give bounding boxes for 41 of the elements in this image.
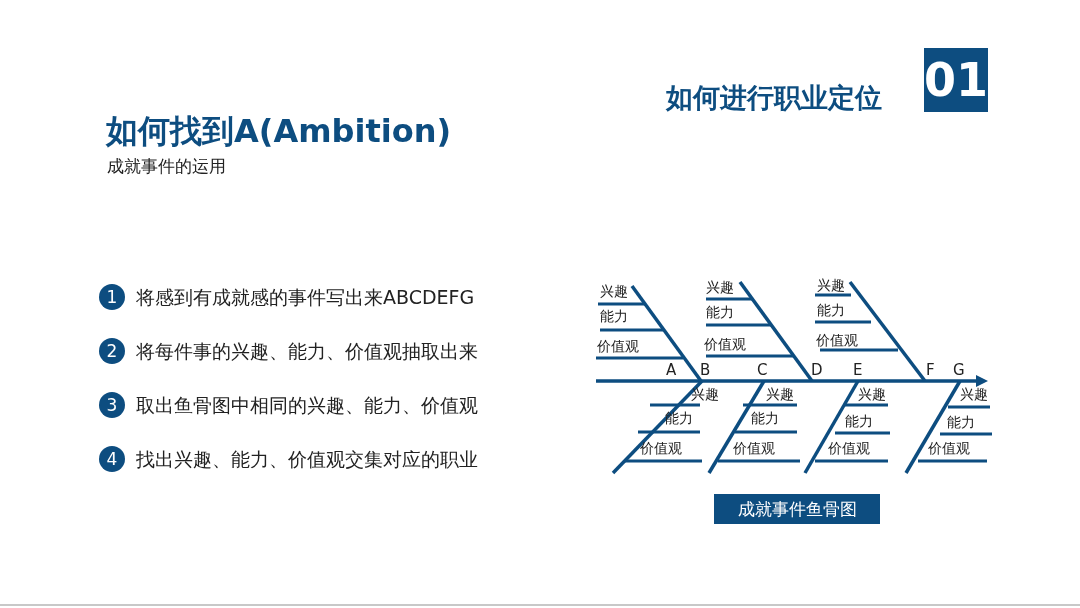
point-letter: A bbox=[666, 361, 677, 379]
point-letter: D bbox=[811, 361, 823, 379]
step-text: 找出兴趣、能力、价值观交集对应的职业 bbox=[136, 447, 478, 472]
bone-label: 价值观 bbox=[733, 440, 775, 456]
caption-box: 成就事件鱼骨图 bbox=[714, 494, 880, 524]
step-number-circle: 4 bbox=[99, 446, 125, 472]
bone-label: 能力 bbox=[817, 302, 845, 318]
slide-title: 如何找到A(Ambition) bbox=[106, 111, 452, 152]
bone-label: 兴趣 bbox=[600, 283, 628, 299]
point-letter: F bbox=[926, 361, 935, 379]
step-text: 将感到有成就感的事件写出来ABCDEFG bbox=[136, 285, 475, 310]
bone-label: 能力 bbox=[665, 410, 693, 426]
bone-label: 兴趣 bbox=[706, 279, 734, 295]
bone-label: 兴趣 bbox=[858, 386, 886, 402]
number-badge: 01 bbox=[924, 48, 988, 112]
bone-label: 价值观 bbox=[928, 440, 970, 456]
bone-label: 能力 bbox=[845, 413, 873, 429]
bone-label: 价值观 bbox=[704, 336, 746, 352]
section-heading: 如何进行职业定位 bbox=[666, 81, 882, 115]
bone-label: 兴趣 bbox=[960, 386, 988, 402]
point-letter: C bbox=[757, 361, 768, 379]
bone-label: 能力 bbox=[706, 304, 734, 320]
bone-label: 价值观 bbox=[828, 440, 870, 456]
step-text: 取出鱼骨图中相同的兴趣、能力、价值观 bbox=[136, 393, 478, 418]
bone-label: 兴趣 bbox=[691, 386, 719, 402]
step-number-circle: 3 bbox=[99, 392, 125, 418]
subtitle: 成就事件的运用 bbox=[107, 155, 226, 178]
bone-label: 兴趣 bbox=[766, 386, 794, 402]
step-text: 将每件事的兴趣、能力、价值观抽取出来 bbox=[136, 339, 478, 364]
bone-label: 能力 bbox=[600, 308, 628, 324]
step-number-circle: 1 bbox=[99, 284, 125, 310]
bone-label: 能力 bbox=[947, 414, 975, 430]
point-letter: B bbox=[700, 361, 711, 379]
step-number-circle: 2 bbox=[99, 338, 125, 364]
bone-label: 价值观 bbox=[597, 338, 639, 354]
bone-label: 价值观 bbox=[640, 440, 682, 456]
point-letter: E bbox=[853, 361, 863, 379]
bone-label: 价值观 bbox=[816, 332, 858, 348]
bone-label: 兴趣 bbox=[817, 277, 845, 293]
bone-label: 能力 bbox=[751, 410, 779, 426]
point-letter: G bbox=[953, 361, 965, 379]
